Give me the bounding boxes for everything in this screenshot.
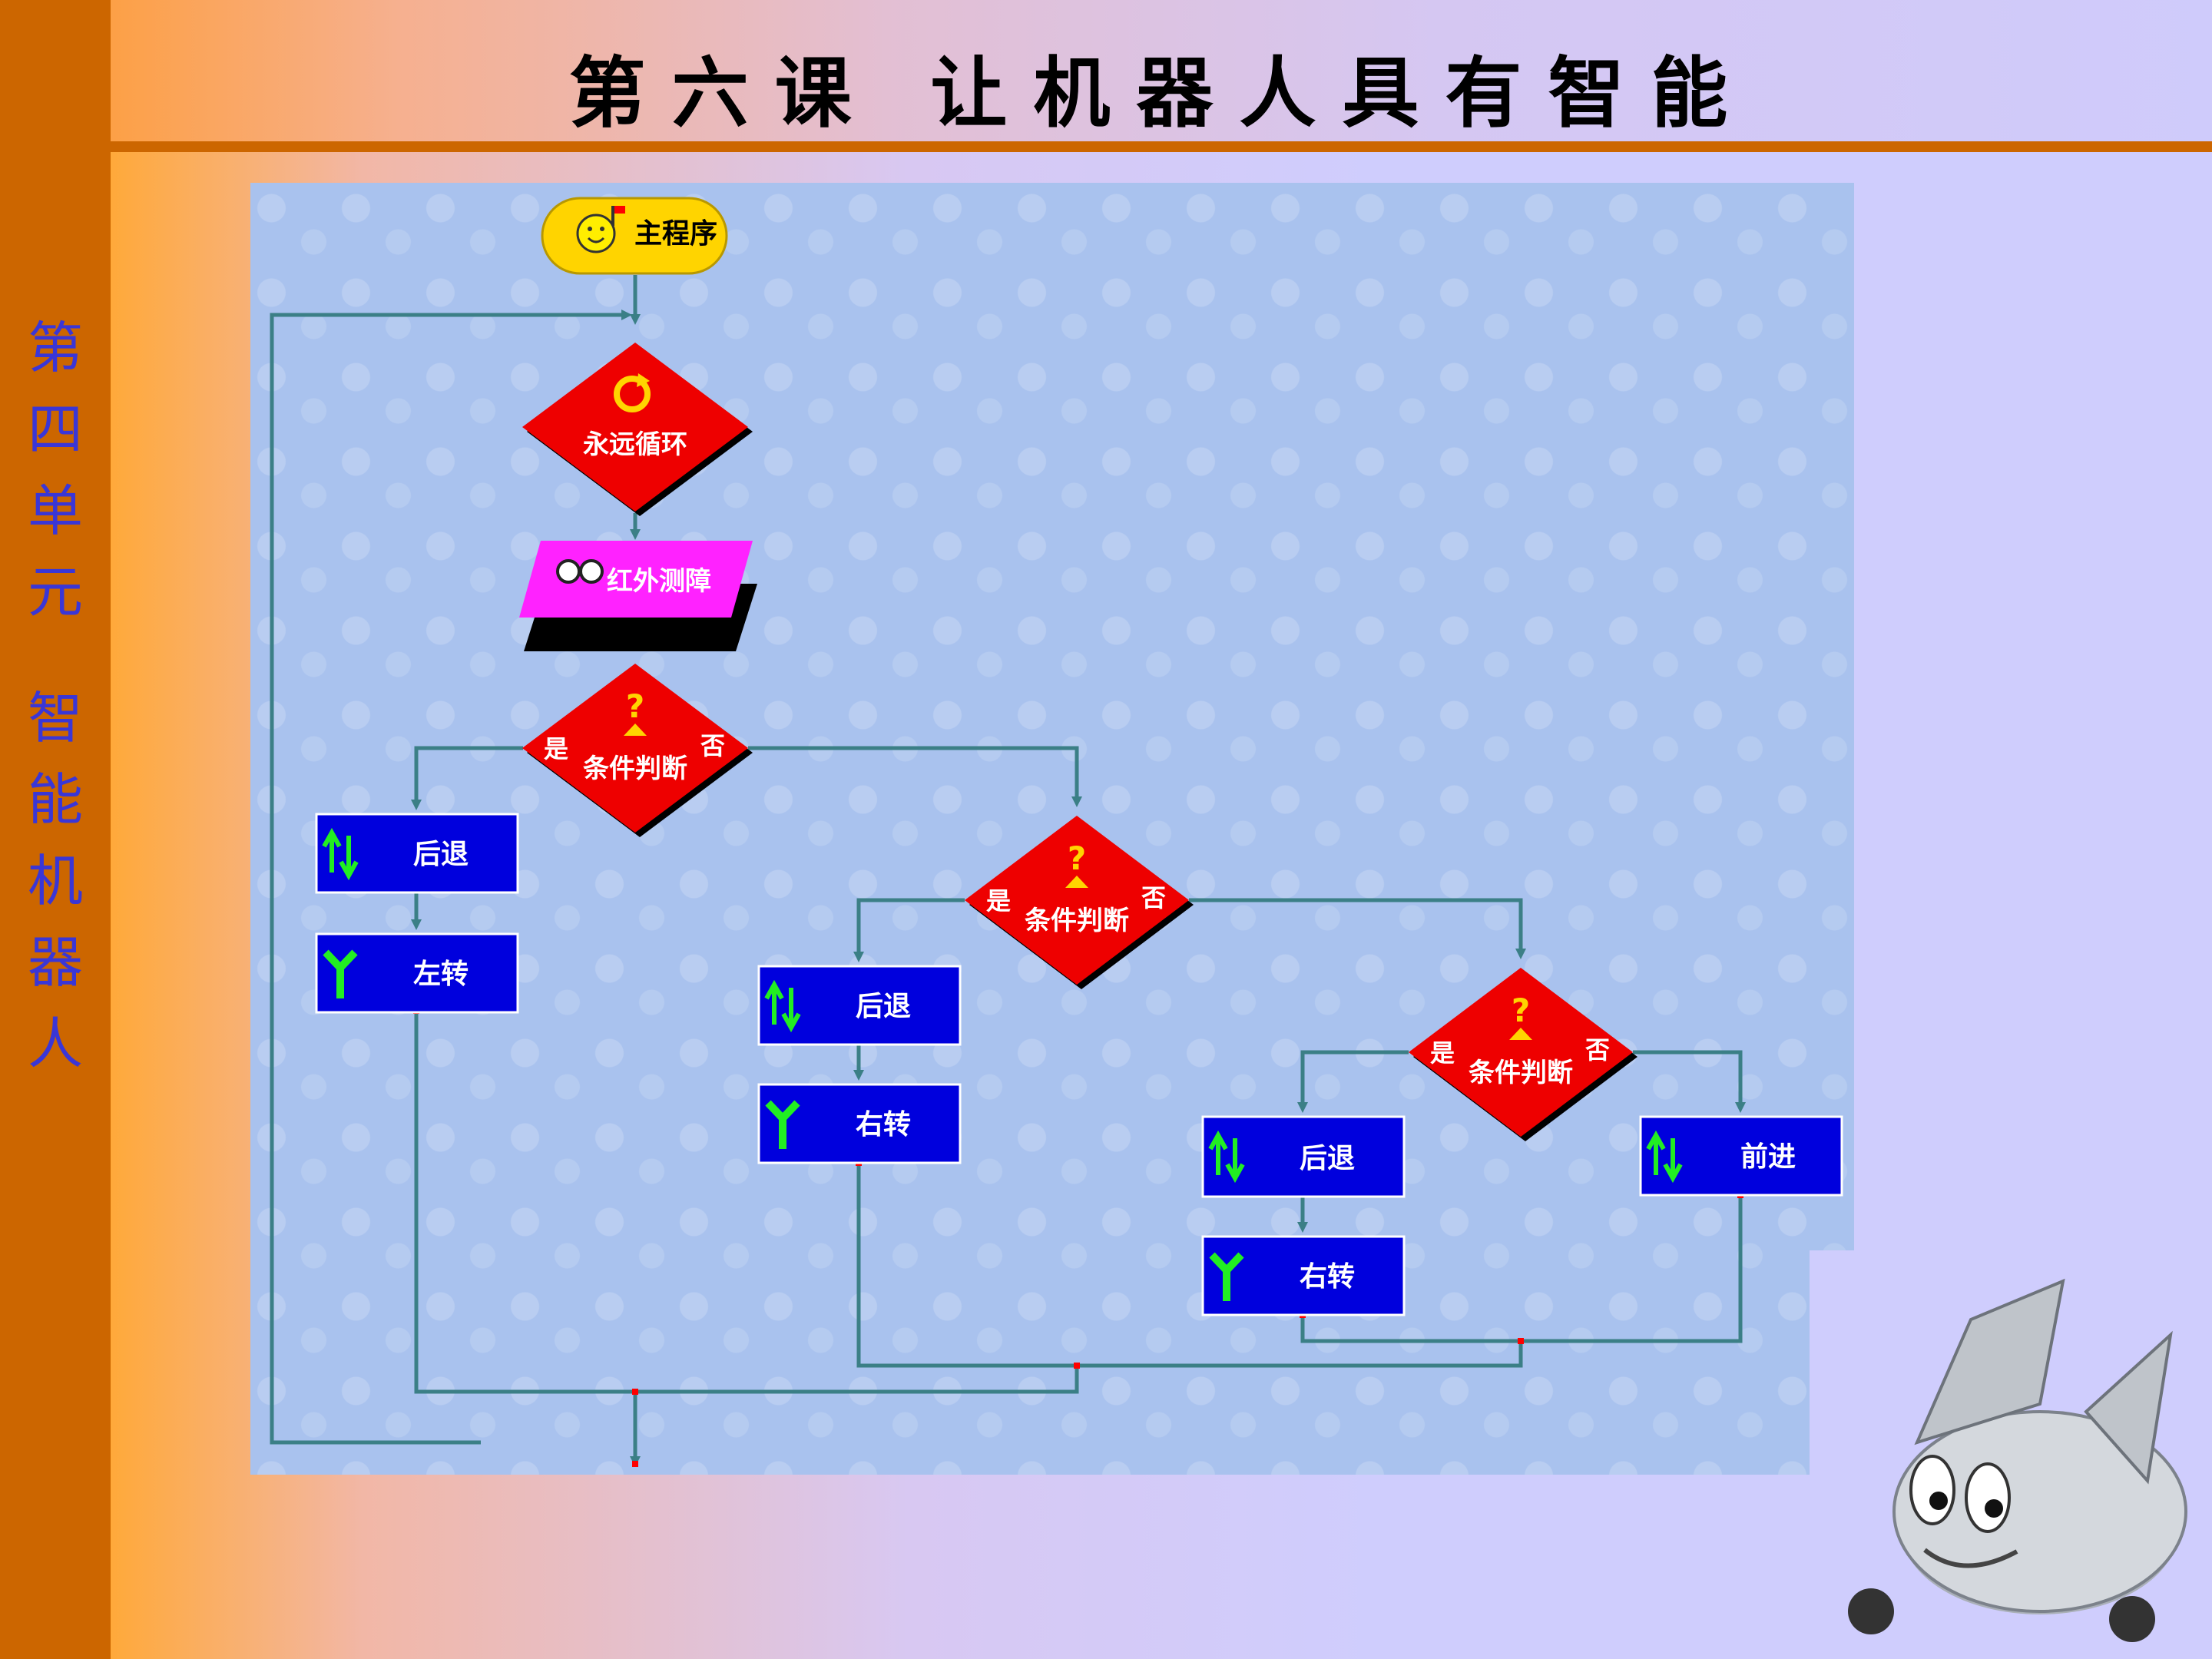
sidebar-char: 四 <box>27 397 83 462</box>
decision-label: 条件判断 <box>1025 906 1129 936</box>
action-back-2[interactable]: 后退 <box>757 965 962 1046</box>
decision-no-label: 否 <box>1141 883 1166 912</box>
robot-mascot <box>1810 1250 2212 1659</box>
decision-node-2[interactable]: ? 是 否 条件判断 <box>965 816 1194 989</box>
action-label: 前进 <box>1740 1141 1796 1173</box>
decision-yes-label: 是 <box>544 734 568 763</box>
loop-icon <box>614 376 651 412</box>
sidebar-char: 第 <box>27 316 83 380</box>
turn-arrow-icon <box>765 1100 800 1149</box>
action-label: 右转 <box>1300 1261 1355 1293</box>
smiley-icon <box>576 214 616 253</box>
action-label: 后退 <box>856 991 911 1022</box>
junction-dot <box>1074 1363 1080 1369</box>
action-right-1[interactable]: 右转 <box>757 1083 962 1164</box>
connector-loop-back <box>270 310 632 1445</box>
up-down-arrows-icon <box>764 979 784 1025</box>
connector-merge-2 <box>856 1163 1523 1368</box>
sidebar-char: 能 <box>27 767 83 832</box>
sidebar-char: 单 <box>27 478 83 543</box>
flowchart: 主程序 永远循环 红外测障 ? 是 否 条件判断 ? 是 否 条件判断 <box>270 197 1843 1467</box>
decision-label: 条件判断 <box>1469 1058 1573 1088</box>
sidebar-char: 人 <box>27 1012 83 1076</box>
title-divider <box>111 141 2212 152</box>
decision-label: 条件判断 <box>583 753 687 784</box>
decision-no-label: 否 <box>700 731 725 760</box>
turn-arrow-icon <box>1209 1252 1244 1301</box>
decision-node-1[interactable]: ? 是 否 条件判断 <box>522 664 753 837</box>
up-down-arrows-icon <box>322 827 342 873</box>
sensor-node[interactable]: 红外测障 <box>519 541 757 651</box>
sidebar-char: 元 <box>27 560 83 624</box>
sensor-label: 红外测障 <box>607 566 711 597</box>
robot-mascot-image <box>1848 1278 2187 1642</box>
turn-arrow-icon <box>323 949 358 998</box>
flag-icon <box>611 206 614 226</box>
eyes-icon <box>556 559 581 584</box>
sidebar-char: 智 <box>27 686 83 750</box>
connector-d1-no <box>748 746 1082 807</box>
up-down-arrows-icon <box>1646 1130 1666 1175</box>
action-back-3[interactable]: 后退 <box>1201 1115 1406 1198</box>
start-node[interactable]: 主程序 <box>541 197 728 275</box>
junction-dot <box>632 1389 638 1395</box>
decision-node-3[interactable]: ? 是 否 条件判断 <box>1409 968 1637 1141</box>
sidebar: 第 四 单 元 智 能 机 器 人 <box>0 0 111 1659</box>
sidebar-char: 机 <box>27 849 83 913</box>
connector-d1-yes <box>411 746 523 810</box>
slide-title: 第六课 让机器人具有智能 <box>568 48 1754 138</box>
action-forward[interactable]: 前进 <box>1639 1115 1843 1197</box>
action-back-1[interactable]: 后退 <box>315 813 519 894</box>
up-down-arrows-icon <box>1208 1130 1228 1175</box>
title-bar: 第六课 让机器人具有智能 <box>111 0 2212 141</box>
sidebar-char: 器 <box>27 930 83 995</box>
question-icon: ? <box>1068 839 1086 877</box>
decision-no-label: 否 <box>1585 1035 1610 1065</box>
junction-dot <box>632 1461 638 1467</box>
connector-d3-yes <box>1297 1050 1409 1113</box>
connector-merge-1 <box>414 1011 1079 1394</box>
connector-d2-yes <box>853 898 965 962</box>
action-right-2[interactable]: 右转 <box>1201 1235 1406 1316</box>
action-label: 右转 <box>856 1109 911 1141</box>
junction-dot <box>1518 1338 1524 1344</box>
question-icon: ? <box>1512 992 1530 1029</box>
action-label: 左转 <box>413 959 469 990</box>
loop-node[interactable]: 永远循环 <box>522 343 753 516</box>
flowchart-canvas: 主程序 永远循环 红外测障 ? 是 否 条件判断 ? 是 否 条件判断 <box>250 183 1854 1475</box>
action-label: 后退 <box>413 839 469 870</box>
sidebar-unit-text: 第 四 单 元 智 能 机 器 人 <box>0 307 111 1084</box>
question-icon: ? <box>626 687 644 725</box>
decision-yes-label: 是 <box>986 886 1011 916</box>
decision-yes-label: 是 <box>1430 1038 1455 1068</box>
action-label: 后退 <box>1300 1143 1355 1174</box>
loop-label: 永远循环 <box>583 429 687 460</box>
action-left[interactable]: 左转 <box>315 932 519 1014</box>
connector-d3-no <box>1633 1050 1746 1113</box>
connector-d2-no <box>1189 898 1526 959</box>
start-label: 主程序 <box>634 218 717 250</box>
